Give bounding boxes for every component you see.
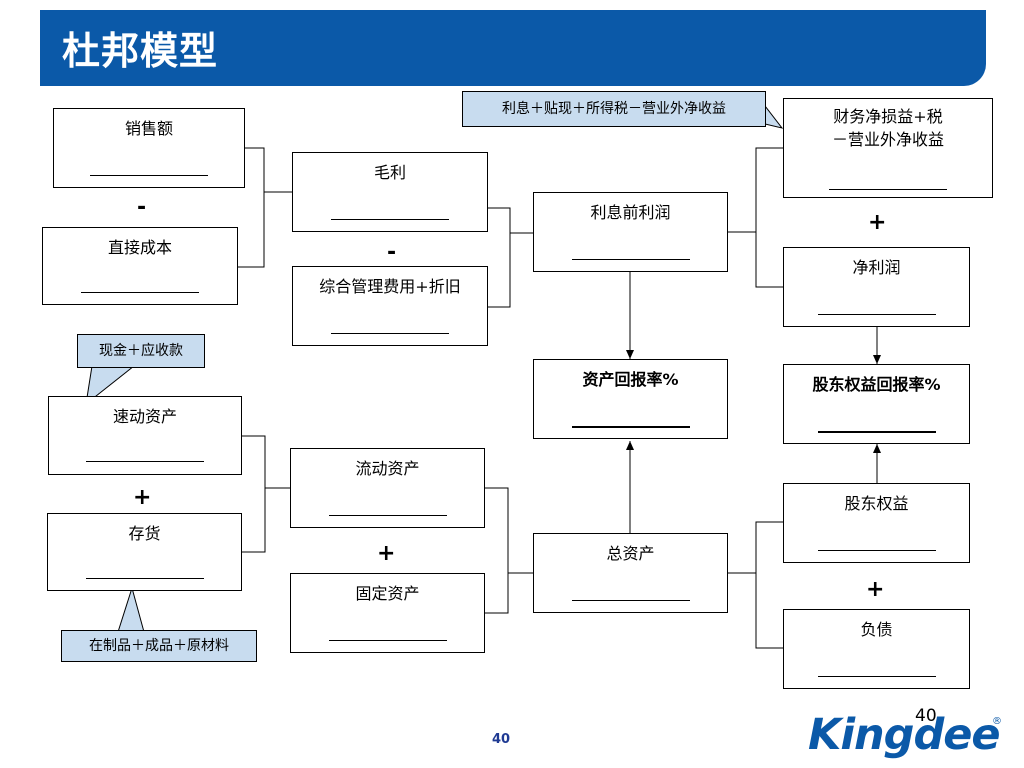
equity-box: 股东权益 (783, 483, 970, 563)
callout-pointer-inventory (117, 586, 145, 633)
current-assets-blank (328, 515, 447, 516)
callout-pointer-interest (764, 104, 784, 129)
roa-label: 资产回报率% (582, 370, 679, 389)
line-gross-to-ebit (488, 207, 511, 308)
quick-assets-box: 速动资产 (48, 396, 242, 475)
title-bar: 杜邦模型 (40, 10, 986, 86)
roa-blank (571, 426, 690, 428)
callout-cash-receivables: 现金＋应收款 (77, 334, 205, 368)
equity-label: 股东权益 (844, 494, 909, 513)
ebit-box: 利息前利润 (533, 192, 728, 272)
equity-blank (817, 550, 936, 551)
total-assets-blank (571, 600, 690, 601)
page-title: 杜邦模型 (62, 29, 219, 73)
roe-blank (817, 431, 936, 433)
gross-profit-box: 毛利 (292, 152, 488, 232)
line-right-bracket (755, 147, 783, 288)
admin-expense-label: 综合管理费用+折旧 (319, 277, 461, 296)
page-number: 40 (492, 732, 511, 747)
finance-tax-label-1: 财务净损益+税 (833, 107, 943, 126)
callout-interest-text: 利息＋贴现＋所得税－营业外净收益 (502, 101, 726, 117)
roe-box: 股东权益回报率% (783, 364, 970, 444)
admin-expense-box: 综合管理费用+折旧 (292, 266, 488, 346)
line-sales-to-gross (238, 147, 265, 268)
line-quick-to-current (242, 435, 266, 553)
roa-box: 资产回报率% (533, 359, 728, 439)
kingdee-logo: Kingdee (808, 710, 1001, 760)
callout-interest-formula: 利息＋贴现＋所得税－营业外净收益 (462, 91, 766, 127)
gross-profit-label: 毛利 (373, 163, 406, 182)
callout-inventory-parts: 在制品＋成品＋原材料 (61, 630, 257, 662)
inventory-box: 存货 (47, 513, 242, 591)
ebit-blank (571, 259, 690, 260)
roe-label: 股东权益回报率% (812, 375, 941, 394)
plus-operator-1: + (133, 485, 152, 510)
direct-cost-blank (81, 292, 199, 293)
total-assets-label: 总资产 (606, 544, 655, 563)
sales-blank (90, 175, 208, 176)
minus-operator-1: - (137, 195, 147, 220)
line-right-bracket-2 (755, 521, 783, 649)
total-assets-box: 总资产 (533, 533, 728, 613)
ebit-label: 利息前利润 (590, 203, 671, 222)
finance-tax-box: 财务净损益+税 －营业外净收益 (783, 98, 993, 198)
admin-expense-blank (331, 333, 449, 334)
registered-mark: ® (992, 716, 1002, 727)
liabilities-box: 负债 (783, 609, 970, 689)
sales-label: 销售额 (124, 119, 173, 138)
line-current-to-total (485, 487, 509, 614)
fixed-assets-label: 固定资产 (355, 584, 420, 603)
current-assets-box: 流动资产 (290, 448, 485, 528)
plus-operator-3: + (868, 210, 887, 235)
plus-operator-4: + (866, 577, 885, 602)
fixed-assets-blank (328, 640, 447, 641)
liabilities-label: 负债 (860, 620, 893, 639)
inventory-blank (85, 578, 204, 579)
callout-inventory-text: 在制品＋成品＋原材料 (89, 638, 229, 654)
direct-cost-box: 直接成本 (42, 227, 238, 305)
inventory-label: 存货 (128, 524, 161, 543)
net-profit-blank (817, 314, 936, 315)
finance-tax-blank (829, 189, 947, 190)
plus-operator-2: + (377, 541, 396, 566)
finance-tax-label-2: －营业外净收益 (831, 130, 944, 149)
net-profit-box: 净利润 (783, 247, 970, 327)
gross-profit-blank (331, 219, 449, 220)
quick-assets-blank (86, 461, 204, 462)
direct-cost-label: 直接成本 (107, 238, 172, 257)
net-profit-label: 净利润 (852, 258, 901, 277)
fixed-assets-box: 固定资产 (290, 573, 485, 653)
callout-cash-text: 现金＋应收款 (99, 343, 183, 359)
minus-operator-2: - (387, 240, 397, 265)
sales-box: 销售额 (53, 108, 245, 188)
page-number-corner: 40 (915, 706, 937, 726)
current-assets-label: 流动资产 (355, 459, 420, 478)
liabilities-blank (817, 676, 936, 677)
quick-assets-label: 速动资产 (112, 407, 177, 426)
